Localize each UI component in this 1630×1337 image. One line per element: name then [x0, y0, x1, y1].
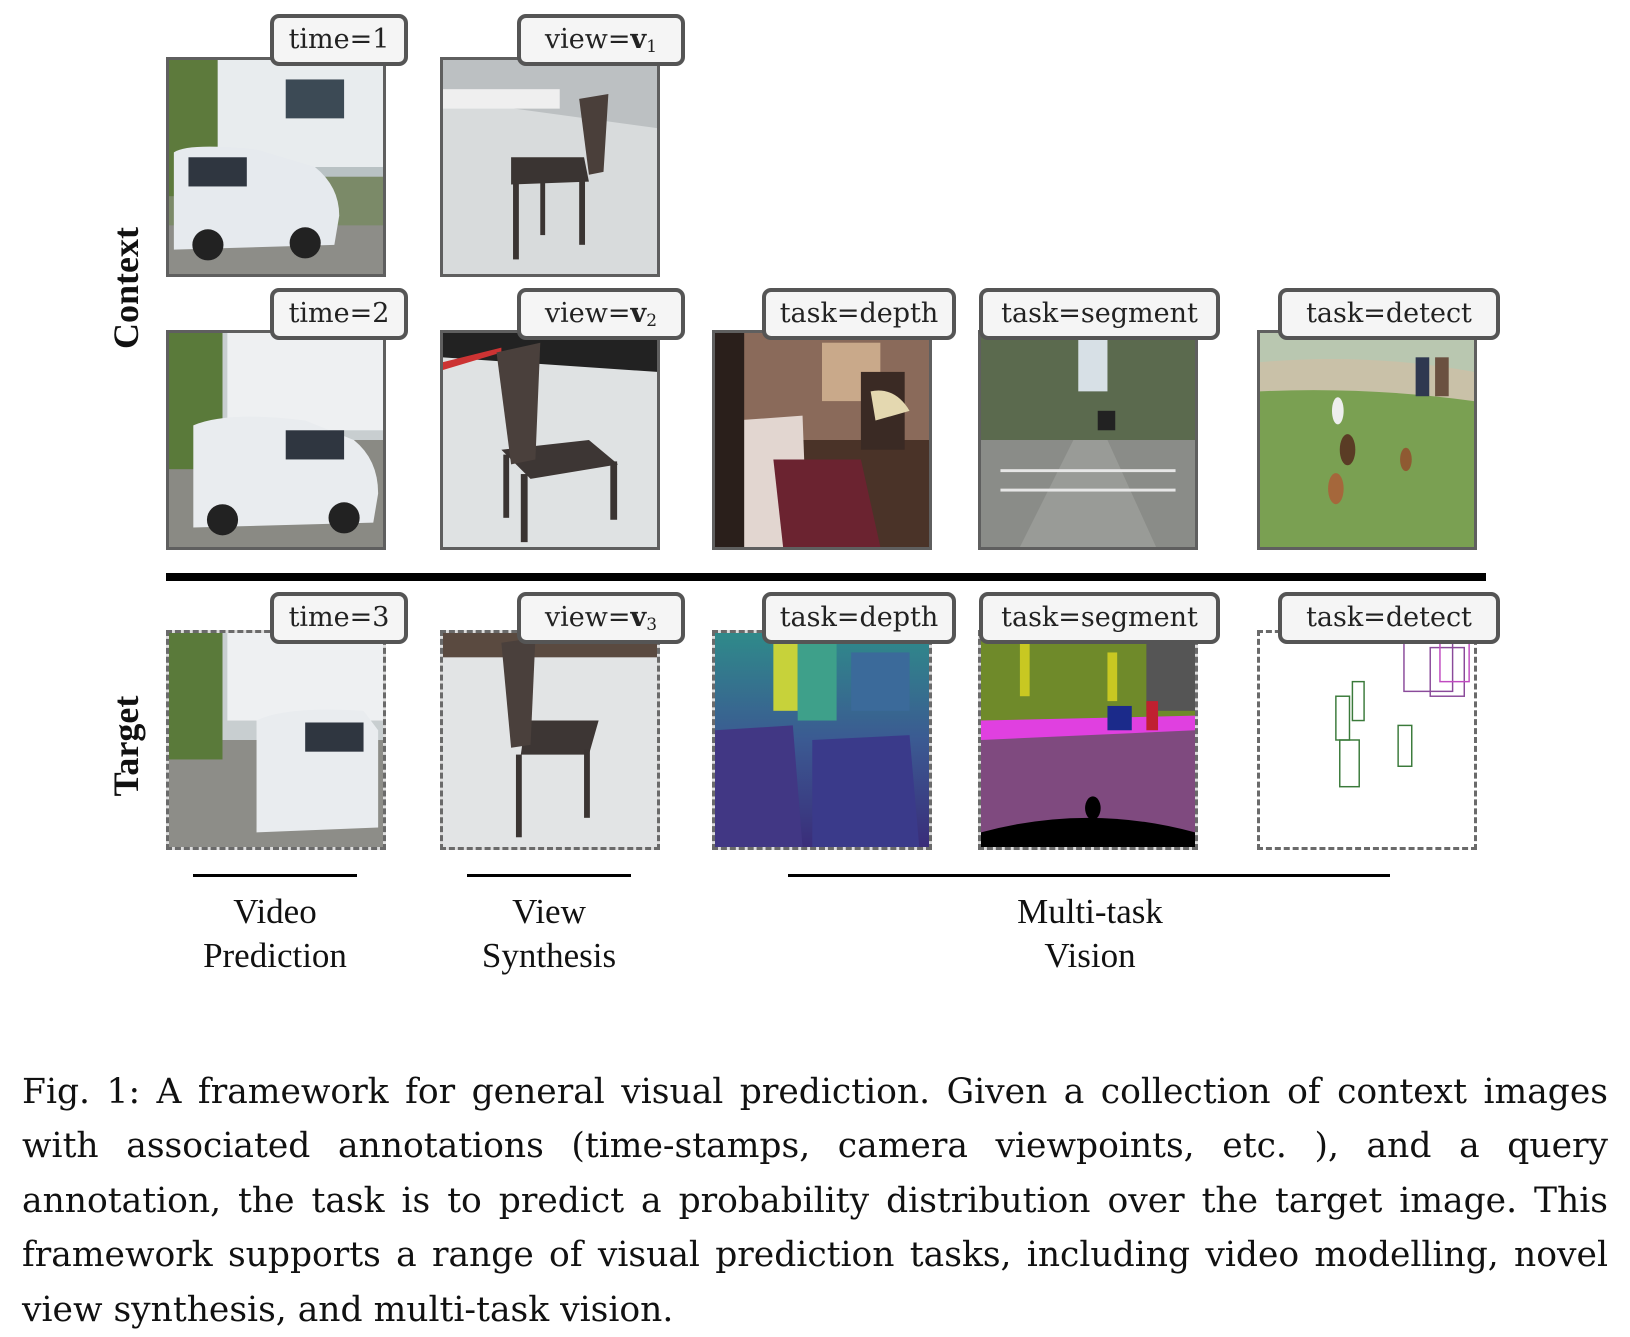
view-symbol: v [631, 298, 647, 329]
context-row-label: Context [105, 223, 145, 353]
target-segmentation-map [978, 630, 1198, 850]
tag-task-detect-context: task=detect [1278, 288, 1500, 340]
context-video-frame-2 [166, 330, 386, 550]
context-segment-input [978, 330, 1198, 550]
view-symbol: v [631, 24, 647, 55]
target-video-frame-3 [166, 630, 386, 850]
target-row-label: Target [105, 681, 145, 811]
tag-time-2: time=2 [270, 288, 408, 340]
group-line-view [467, 874, 631, 877]
figure-1: Context Target time=1 view [0, 0, 1630, 1010]
group-line-video [193, 874, 357, 877]
context-view-1 [440, 57, 660, 277]
tag-task-depth-context: task=depth [762, 288, 956, 340]
view-index: 1 [646, 37, 657, 57]
view-index: 2 [646, 311, 657, 331]
tag-time-1: time=1 [270, 14, 408, 66]
view-symbol: v [631, 602, 647, 633]
view-prefix: view= [545, 602, 631, 633]
view-prefix: view= [545, 24, 631, 55]
target-depth-map [712, 630, 932, 850]
group-line-multitask [788, 874, 1390, 877]
context-video-frame-1 [166, 57, 386, 277]
tag-task-segment-target: task=segment [979, 592, 1220, 644]
view-index: 3 [646, 615, 657, 635]
group-label-view-synthesis: View Synthesis [449, 890, 649, 978]
context-target-divider [166, 573, 1486, 581]
tag-task-segment-context: task=segment [979, 288, 1220, 340]
tag-view-3: view=v3 [517, 592, 685, 644]
group-label-video-prediction: Video Prediction [175, 890, 375, 978]
context-depth-input [712, 330, 932, 550]
view-prefix: view= [545, 298, 631, 329]
group-label-multitask-vision: Multi-task Vision [940, 890, 1240, 978]
tag-view-1: view=v1 [517, 14, 685, 66]
context-detect-input [1257, 330, 1477, 550]
tag-view-2: view=v2 [517, 288, 685, 340]
target-view-3 [440, 630, 660, 850]
target-detection-boxes [1257, 630, 1477, 850]
context-view-2 [440, 330, 660, 550]
tag-task-detect-target: task=detect [1278, 592, 1500, 644]
tag-task-depth-target: task=depth [762, 592, 956, 644]
tag-time-3: time=3 [270, 592, 408, 644]
figure-caption: Fig. 1: A framework for general visual p… [22, 1065, 1608, 1337]
